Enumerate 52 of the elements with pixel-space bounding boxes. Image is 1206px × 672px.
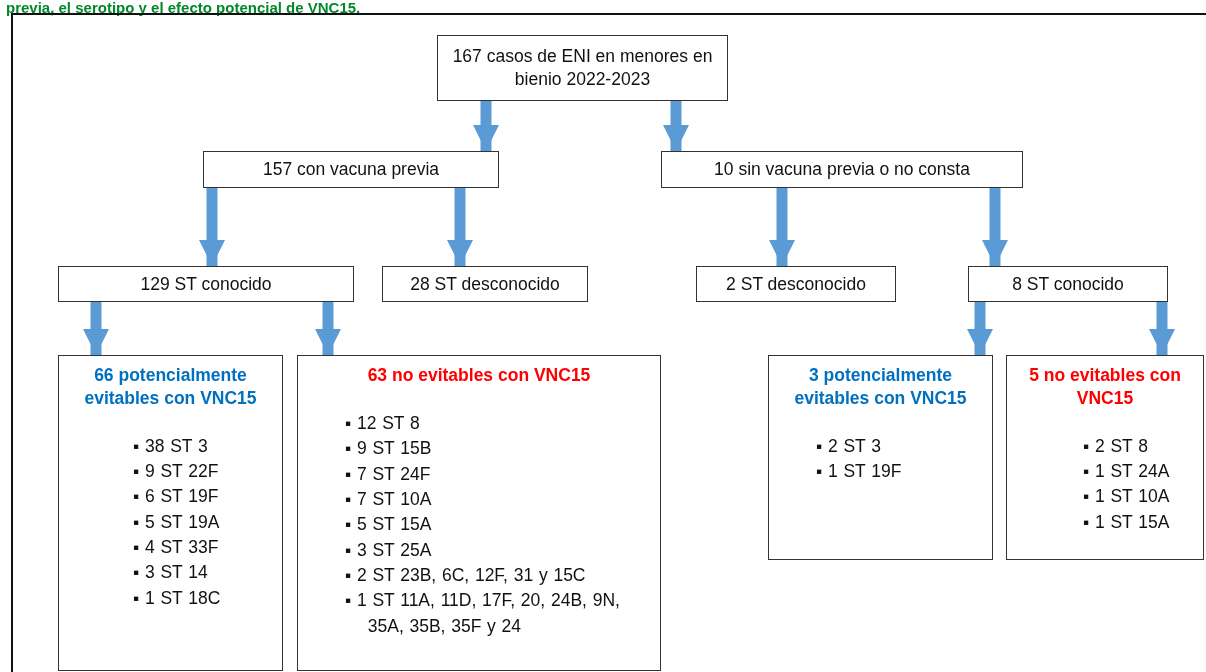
- block-arrow: [314, 302, 342, 355]
- list-item: ▪ 1 ST 24A: [1083, 459, 1171, 483]
- block-arrow: [768, 188, 796, 266]
- block-arrow: [446, 188, 474, 266]
- process-box: [58, 266, 354, 302]
- list-item: ▪ 1 ST 18C: [133, 586, 222, 610]
- list-item: ▪ 38 ST 3: [133, 434, 209, 458]
- box-heading: 3 potencialmente evitables con VNC15: [793, 364, 968, 410]
- list-item: ▪ 5 ST 19A: [133, 510, 221, 534]
- process-box: [437, 35, 728, 101]
- list-item: ▪ 2 ST 3: [816, 434, 882, 458]
- box-heading: 63 no evitables con VNC15: [366, 364, 592, 387]
- box-label: 8 ST conocido: [1011, 272, 1125, 296]
- process-box: [661, 151, 1023, 188]
- block-arrow: [472, 101, 500, 151]
- list-item: ▪ 7 ST 24F: [345, 462, 432, 486]
- list-item: ▪ 6 ST 19F: [133, 485, 220, 509]
- category-box: [768, 355, 993, 560]
- box-label: 2 ST desconocido: [725, 272, 867, 296]
- list-item: ▪ 7 ST 10A: [345, 487, 433, 511]
- list-item: ▪ 9 ST 15B: [345, 437, 433, 461]
- list-item: ▪ 3 ST 14: [133, 561, 209, 585]
- box-label: 129 ST conocido: [139, 272, 273, 296]
- block-arrow: [82, 302, 110, 355]
- process-box: [382, 266, 588, 302]
- list-item: ▪ 9 ST 22F: [133, 459, 220, 483]
- list-item: ▪ 12 ST 8: [345, 411, 421, 435]
- process-box: [968, 266, 1168, 302]
- box-label: 157 con vacuna previa: [261, 158, 441, 181]
- box-heading: 66 potencialmente evitables con VNC15: [83, 364, 258, 410]
- category-box: [297, 355, 661, 671]
- list-item: ▪ 1 ST 15A: [1083, 510, 1171, 534]
- process-box: [203, 151, 499, 188]
- block-arrow: [198, 188, 226, 266]
- list-item: ▪ 5 ST 15A: [345, 513, 433, 537]
- box-heading: 5 no evitables con VNC15: [1028, 364, 1182, 410]
- list-item: ▪ 3 ST 25A: [345, 538, 433, 562]
- list-item: ▪ 1 ST 19F: [816, 459, 903, 483]
- process-box: [696, 266, 896, 302]
- block-arrow: [662, 101, 690, 151]
- list-item: ▪ 2 ST 8: [1083, 434, 1149, 458]
- box-label: 10 sin vacuna previa o no consta: [713, 158, 971, 181]
- list-item: ▪ 1 ST 10A: [1083, 485, 1171, 509]
- block-arrow: [981, 188, 1009, 266]
- list-item: ▪ 2 ST 23B, 6C, 12F, 31 y 15C: [345, 564, 587, 587]
- category-box: [1006, 355, 1204, 560]
- list-item: ▪ 4 ST 33F: [133, 536, 220, 559]
- list-item: ▪ 1 ST 11A, 11D, 17F, 20, 24B, 9N, 35A, 35B, 35F y 24: [345, 589, 621, 638]
- box-label: 28 ST desconocido: [409, 272, 561, 296]
- block-arrow: [966, 302, 994, 355]
- category-box: [58, 355, 283, 671]
- box-label: 167 casos de ENI en menores en bienio 2022-2023: [451, 45, 714, 91]
